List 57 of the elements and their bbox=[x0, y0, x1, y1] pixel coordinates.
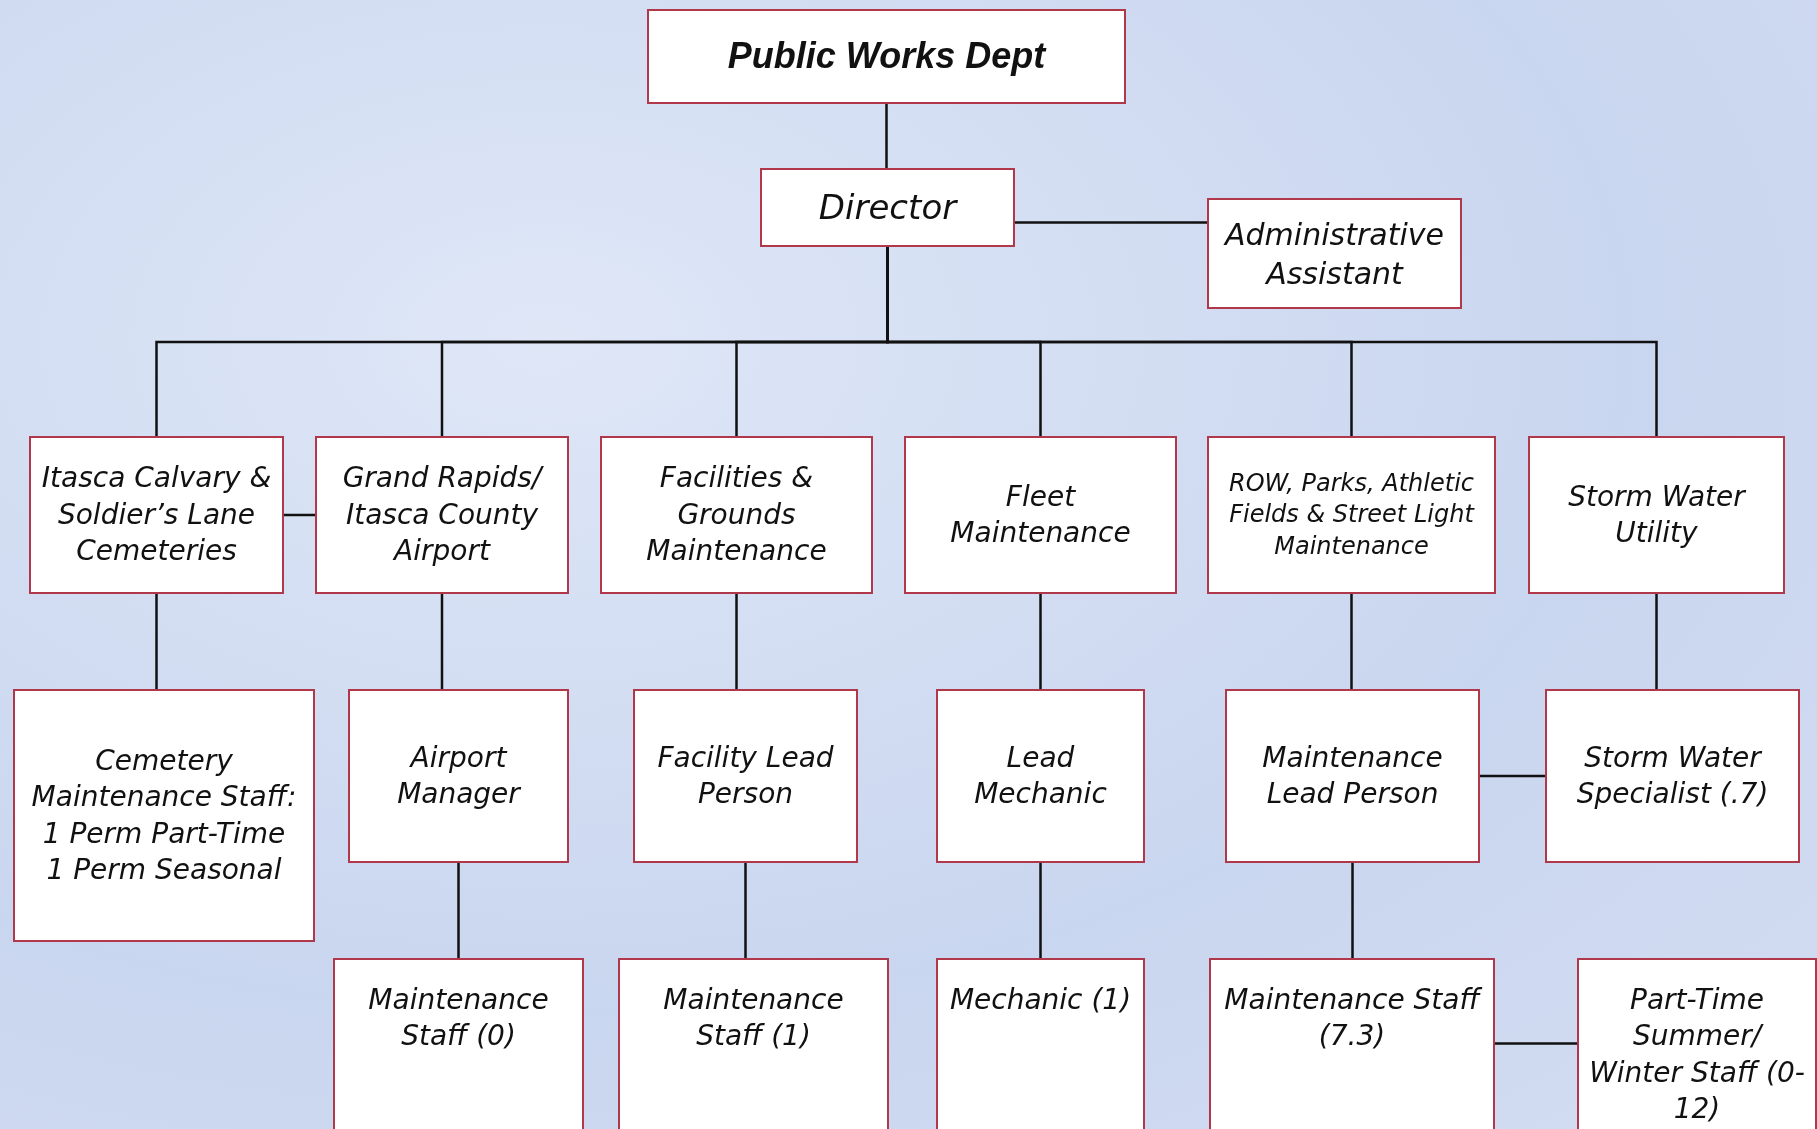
connector-line bbox=[735, 594, 738, 689]
connector-line bbox=[885, 104, 888, 168]
position-title: Mechanic (1) bbox=[949, 982, 1132, 1018]
position-title: 1 Perm Seasonal bbox=[46, 851, 282, 888]
connector-line bbox=[440, 594, 444, 689]
connector-line bbox=[284, 513, 315, 517]
connector-line bbox=[744, 863, 747, 958]
connector-line bbox=[155, 594, 158, 689]
position-box bbox=[1207, 198, 1462, 309]
connector-line bbox=[1495, 1042, 1577, 1045]
position-box bbox=[600, 436, 873, 594]
position-title: Cemetery Maintenance Staff: bbox=[30, 742, 298, 816]
position-box bbox=[1528, 436, 1785, 594]
position-box bbox=[760, 168, 1015, 247]
position-title: Maintenance Staff (0) bbox=[367, 982, 550, 1055]
position-box bbox=[1545, 689, 1800, 863]
position-title: Maintenance Staff (7.3) bbox=[1217, 982, 1487, 1055]
position-title: 1 Perm Part-Time bbox=[42, 815, 286, 852]
position-title: Grand Rapids/ Itasca County Airport bbox=[341, 460, 545, 570]
position-title: Maintenance Staff (1) bbox=[662, 982, 845, 1055]
position-title: Administrative Assistant bbox=[1222, 215, 1445, 293]
position-box bbox=[1225, 689, 1480, 863]
position-box bbox=[1207, 436, 1496, 594]
position-title: Lead Mechanic bbox=[973, 739, 1108, 812]
position-title: Airport Manager bbox=[396, 739, 522, 812]
title-box bbox=[647, 9, 1126, 104]
position-box bbox=[936, 689, 1145, 863]
position-title: ROW, Parks, Athletic Fields & Street Light Maintenance bbox=[1227, 468, 1476, 562]
position-title: Maintenance Lead Person bbox=[1261, 739, 1444, 812]
position-title: Storm Water Specialist (.7) bbox=[1575, 739, 1770, 812]
position-box bbox=[1577, 958, 1817, 1129]
position-box bbox=[1209, 958, 1495, 1129]
position-title: Storm Water Utility bbox=[1567, 478, 1747, 551]
position-title: Director bbox=[818, 186, 957, 230]
department-title: Public Works Dept bbox=[727, 34, 1046, 79]
position-title: Facility Lead Person bbox=[656, 739, 835, 812]
connector-line bbox=[1350, 594, 1353, 689]
position-box bbox=[633, 689, 858, 863]
connector-line bbox=[1655, 594, 1658, 689]
connector-line bbox=[1039, 863, 1042, 958]
position-title: Fleet Maintenance bbox=[949, 478, 1132, 551]
position-box bbox=[333, 958, 584, 1129]
position-title: Part-Time Summer/ Winter Staff (0-12) bbox=[1588, 982, 1806, 1128]
connector-line bbox=[1480, 774, 1545, 778]
position-box bbox=[13, 689, 315, 942]
position-title: Itasca Calvary & Soldier’s Lane Cemeteries bbox=[40, 460, 273, 570]
connector-line bbox=[1039, 594, 1042, 689]
position-title: Facilities & Grounds Maintenance bbox=[645, 460, 828, 570]
position-box bbox=[618, 958, 889, 1129]
position-box bbox=[348, 689, 569, 863]
position-box bbox=[904, 436, 1177, 594]
position-box bbox=[315, 436, 569, 594]
connector-line bbox=[1351, 863, 1354, 958]
connector-line bbox=[457, 863, 460, 958]
position-box bbox=[936, 958, 1145, 1129]
position-box bbox=[29, 436, 284, 594]
connector-line bbox=[1015, 221, 1207, 224]
